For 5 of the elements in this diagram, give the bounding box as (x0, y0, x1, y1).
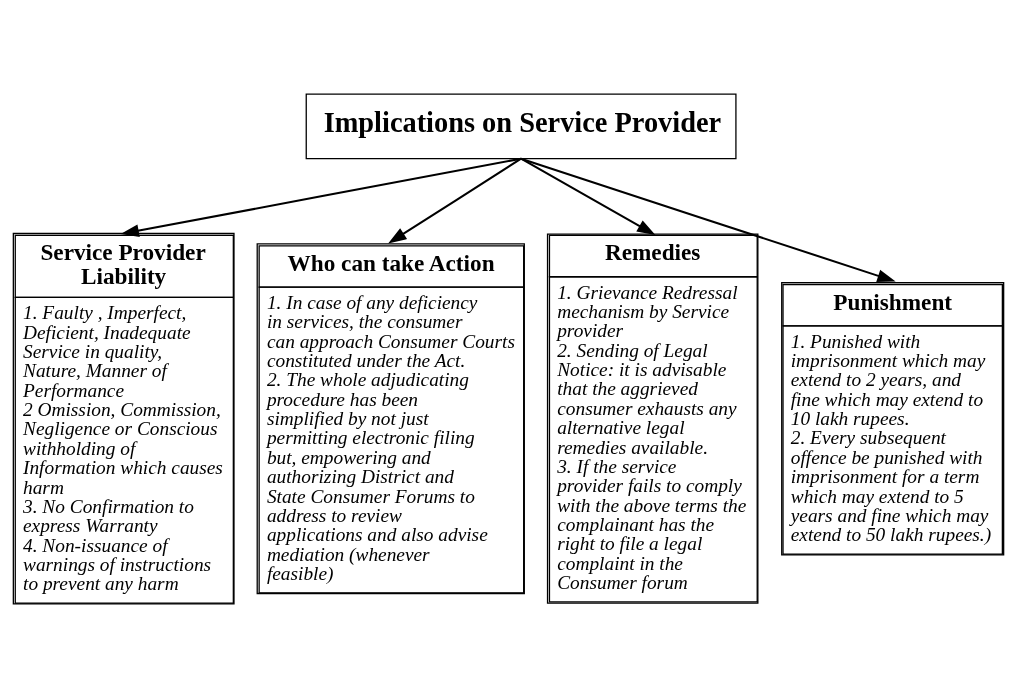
arrow (520, 157, 896, 282)
node-box: Implications on Service Provider (305, 93, 737, 160)
arrow (520, 157, 656, 236)
arrow (120, 157, 522, 237)
arrow (388, 157, 522, 244)
